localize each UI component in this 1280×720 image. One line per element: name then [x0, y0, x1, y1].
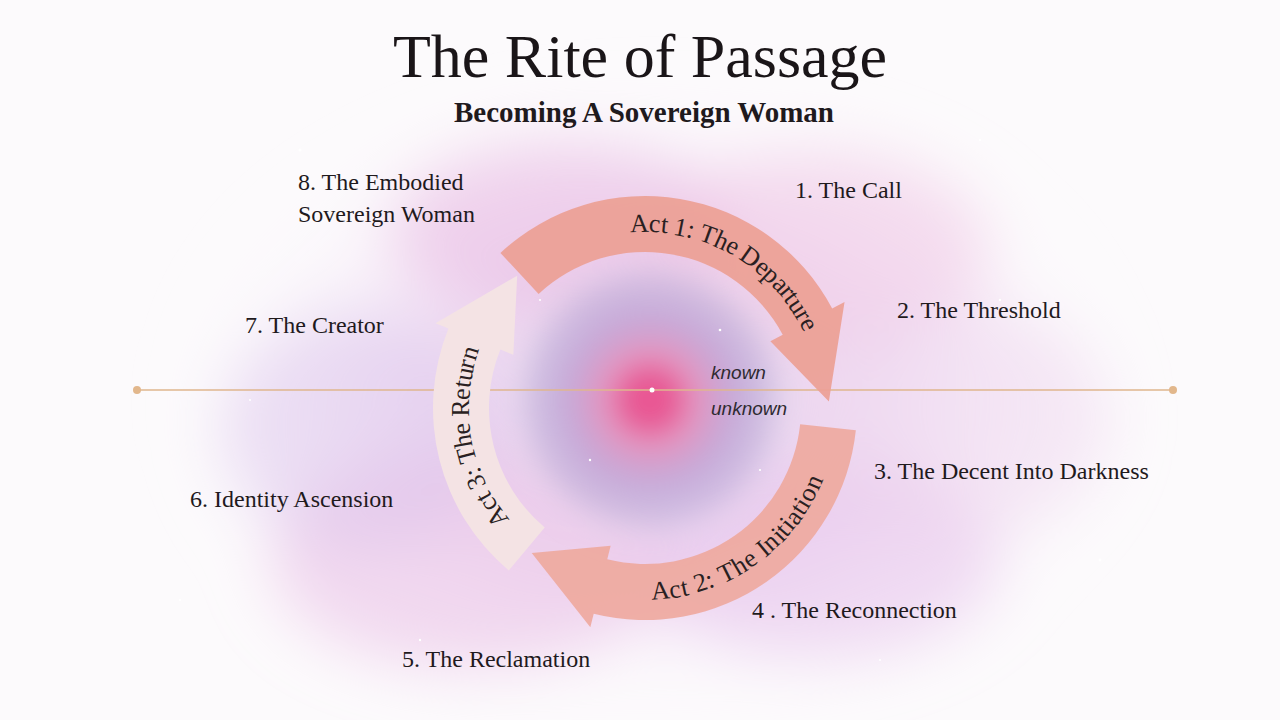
stage-label: 7. The Creator — [245, 311, 384, 340]
nebula-cloud — [170, 80, 1130, 720]
stage-label: 4 . The Reconnection — [752, 596, 957, 625]
arc-arrow-shape — [405, 168, 885, 648]
act-title-glyph: A — [630, 211, 649, 238]
stage-label: 2. The Threshold — [897, 296, 1061, 325]
act-title: Act 3: The Return — [405, 168, 885, 648]
subtitle: Becoming A Sovereign Woman — [4, 95, 1280, 130]
act-title-glyph: t — [659, 212, 669, 239]
horizon-line — [137, 389, 1173, 391]
zone-label: unknown — [711, 397, 787, 420]
stage-label: 8. The Embodied Sovereign Woman — [298, 166, 528, 230]
stage-label: 6. Identity Ascension — [190, 485, 393, 514]
act-title-glyph: R — [448, 399, 474, 416]
act-arrow: Act 3: The Return — [405, 168, 885, 648]
stage-label: 5. The Reclamation — [402, 645, 590, 674]
arc-arrow-body — [532, 424, 856, 627]
stage-label: 3. The Decent Into Darkness — [874, 457, 1149, 486]
center-dot — [650, 388, 655, 393]
horizon-dot — [1169, 386, 1177, 394]
horizon-dot — [133, 386, 141, 394]
stars — [179, 139, 1102, 661]
stage-label: 1. The Call — [795, 176, 902, 205]
arc-arrow-body — [433, 276, 545, 571]
zone-label: known — [711, 361, 766, 384]
arc-arrow-body — [500, 196, 844, 402]
diagram-title: The Rite of Passage — [0, 22, 1280, 90]
